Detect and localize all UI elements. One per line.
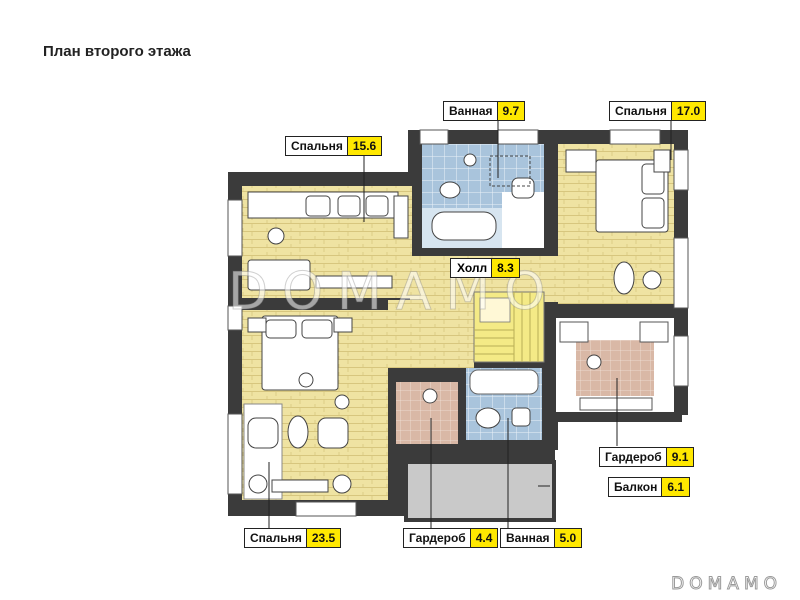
label-name: Холл — [457, 261, 488, 275]
label-name: Спальня — [615, 104, 667, 118]
watermark-logo: DOMAMO — [671, 574, 782, 595]
label-area: 5.0 — [553, 529, 582, 547]
label-area: 8.3 — [491, 259, 519, 277]
label-name: Ванная — [506, 531, 550, 545]
furniture — [247, 149, 671, 494]
label-name: Балкон — [614, 480, 658, 494]
label-name: Спальня — [250, 531, 302, 545]
label-bedroom-top-left: Спальня 15.6 — [285, 136, 383, 156]
label-wardrobe-bottom: Гардероб 4.4 — [403, 528, 499, 548]
leader-lines — [268, 119, 672, 528]
balcony — [404, 460, 556, 522]
label-name: Ванная — [449, 104, 493, 118]
label-bedroom-right: Спальня 17.0 — [609, 101, 707, 121]
label-balcony: Балкон 6.1 — [608, 477, 691, 497]
windows — [227, 129, 689, 517]
label-bathroom-bottom: Ванная 5.0 — [500, 528, 583, 548]
page-title: План второго этажа — [43, 43, 191, 60]
label-hall: Холл 8.3 — [450, 258, 520, 278]
label-area: 9.7 — [496, 102, 525, 120]
label-area: 15.6 — [346, 137, 382, 155]
label-area: 4.4 — [469, 529, 498, 547]
label-area: 6.1 — [661, 478, 690, 496]
label-bedroom-bottom-left: Спальня 23.5 — [244, 528, 342, 548]
stairs — [473, 291, 545, 363]
label-wardrobe-right: Гардероб 9.1 — [599, 447, 695, 467]
label-name: Гардероб — [409, 531, 466, 545]
label-name: Гардероб — [605, 450, 662, 464]
room-bathroom-bottom — [466, 368, 542, 440]
label-area: 17.0 — [670, 102, 706, 120]
room-wardrobe-right — [556, 318, 674, 412]
label-bathroom-top: Ванная 9.7 — [443, 101, 526, 121]
label-name: Спальня — [291, 139, 343, 153]
label-area: 9.1 — [665, 448, 694, 466]
label-area: 23.5 — [305, 529, 341, 547]
